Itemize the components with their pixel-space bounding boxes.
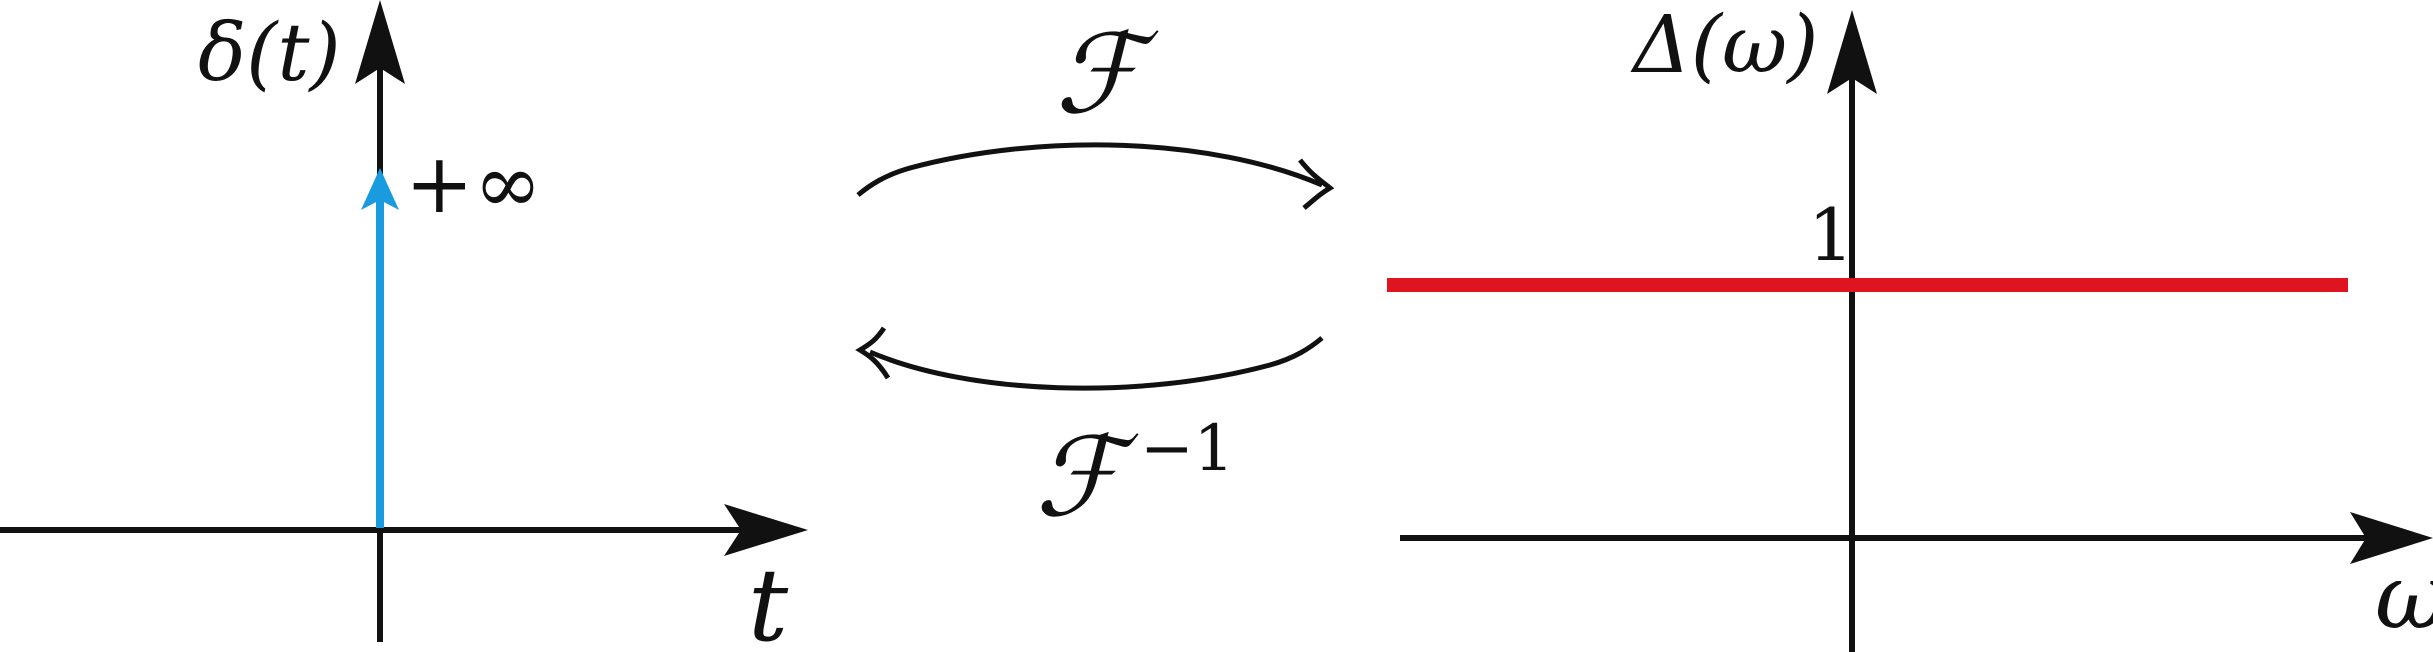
impulse-value-label: +∞: [405, 137, 542, 232]
left-x-label: t: [748, 547, 789, 652]
left-x-axis-arrowhead: [724, 504, 808, 556]
right-y-label: Δ(ω): [1630, 0, 1818, 91]
inverse-transform-label: ℱ: [1035, 413, 1139, 541]
forward-transform-arrowhead: [1298, 158, 1335, 210]
forward-transform-label: ℱ: [1055, 10, 1159, 138]
level-tick-label: 1: [1808, 193, 1854, 277]
right-plot: Δ(ω) 1 ω: [1387, 0, 2433, 652]
right-y-axis-arrowhead: [1827, 10, 1877, 94]
inverse-transform-arrowhead: [855, 326, 891, 380]
forward-transform-arrow: [856, 142, 1323, 197]
left-y-label: δ(t): [198, 6, 341, 99]
delta-impulse-arrowhead: [361, 168, 399, 210]
left-y-axis-arrowhead: [355, 0, 405, 84]
right-x-axis-arrowhead: [2350, 512, 2433, 564]
inverse-transform-exponent: −1: [1140, 412, 1234, 486]
transform-arrows: ℱ ℱ −1: [855, 10, 1335, 541]
right-x-label: ω: [2375, 545, 2433, 650]
left-plot: δ(t) +∞ t: [0, 0, 808, 652]
inverse-transform-arrow: [869, 336, 1324, 391]
